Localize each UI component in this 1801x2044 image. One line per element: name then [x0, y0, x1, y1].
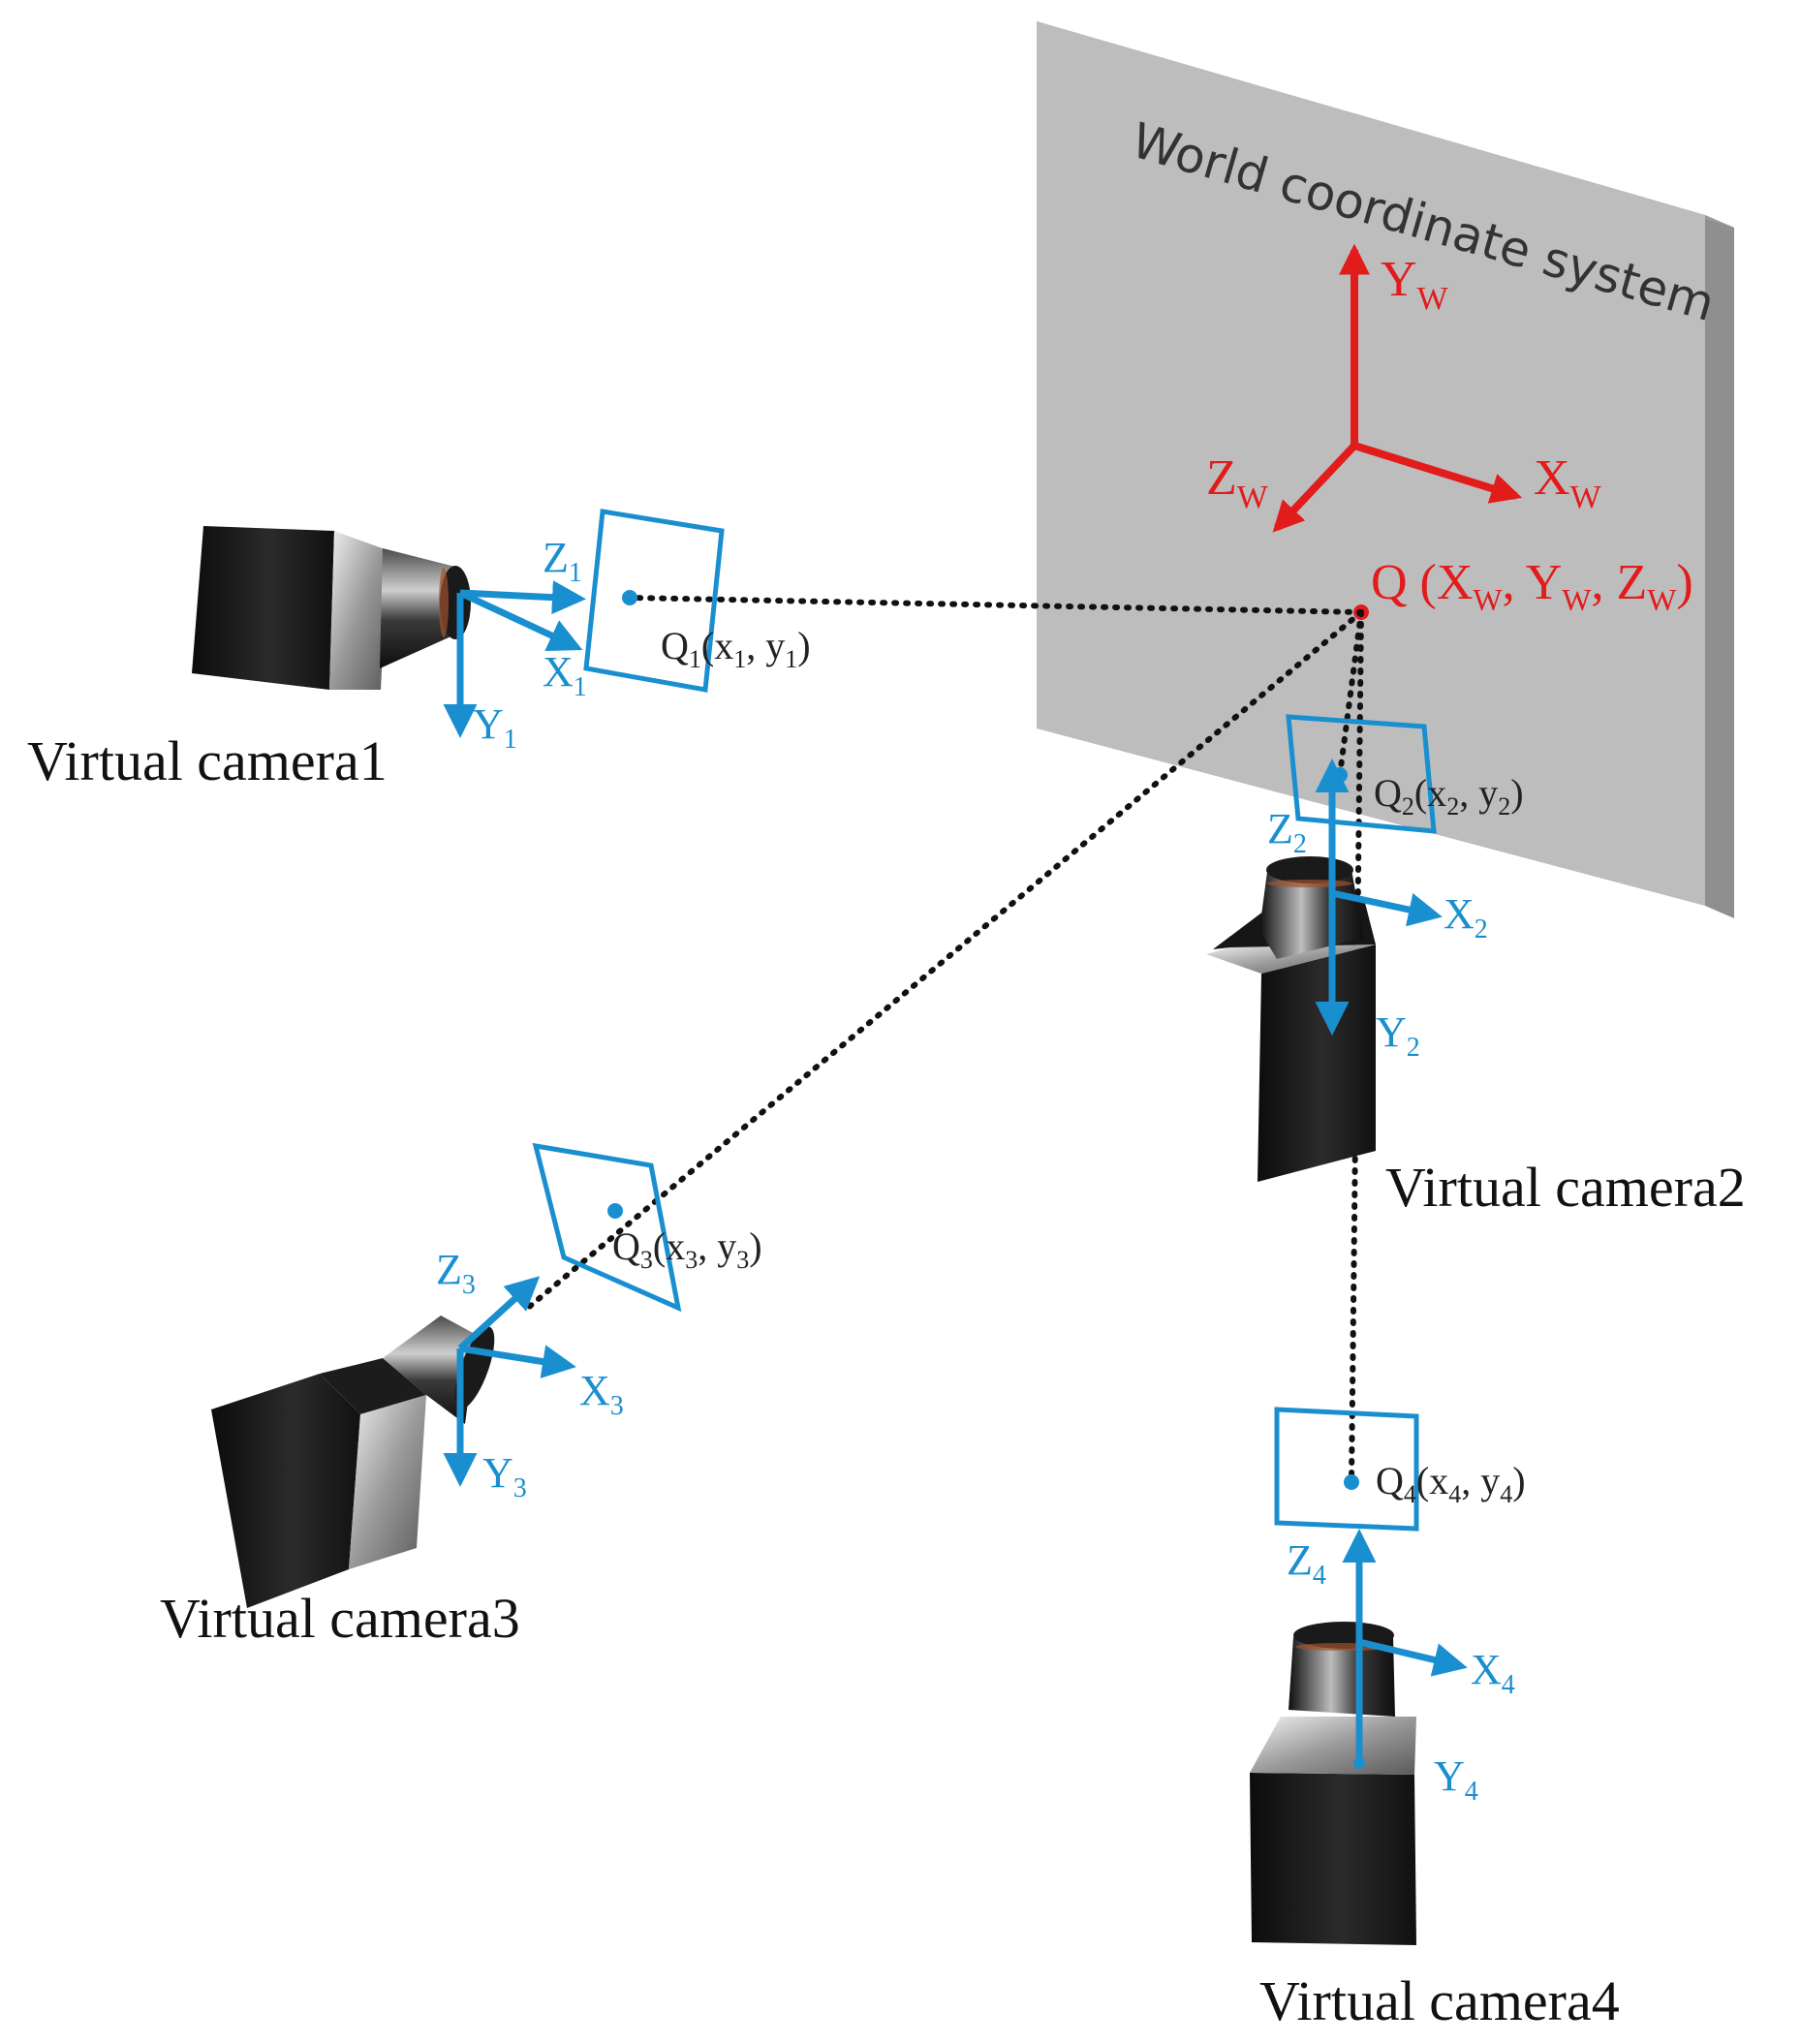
camera-1-label: Virtual camera1 [27, 729, 388, 792]
camera-4-body-icon [1250, 1622, 1416, 1945]
wall-face [1037, 21, 1705, 906]
camera-2-axis-z: Z2 [1267, 805, 1307, 859]
world-axis-z-label: ZW [1206, 450, 1269, 515]
camera-2-image-point [1332, 767, 1348, 783]
ray-camera3 [525, 609, 1364, 1311]
camera-3-image-point [607, 1203, 623, 1219]
camera-3-axis-x: X3 [579, 1367, 624, 1421]
camera-2-point-label: Q2(x2, y2) [1374, 771, 1524, 821]
camera-1-image-point [622, 590, 637, 605]
camera-2-body-icon [1206, 856, 1376, 1182]
camera-4-axis-y: Y4 [1434, 1752, 1478, 1807]
projection-rays [525, 595, 1364, 1485]
camera-1-axis-z: Z1 [543, 534, 582, 588]
wall-side [1705, 215, 1734, 918]
camera-3: Z3 X3 Y3 Q3(x3, y3) Virtual camera3 [160, 1142, 762, 1650]
world-axis-y-label: YW [1381, 252, 1449, 317]
camera-3-image-plane [532, 1142, 682, 1313]
camera-4-image-plane [1274, 1407, 1419, 1532]
camera-1-body-icon [192, 526, 471, 690]
camera-2-image-plane [1286, 714, 1437, 834]
camera-1-axis-x: X1 [543, 648, 587, 702]
world-axes: YW XW ZW Q (XW, YW, ZW) [1206, 243, 1693, 620]
world-wall: World coordinate system [1037, 21, 1734, 918]
camera-1-point-label: Q1(x1, y1) [661, 624, 811, 673]
camera-1-axis-y: Y1 [473, 700, 517, 755]
world-axis-x-label: XW [1534, 450, 1602, 515]
camera-1: Z1 X1 Y1 Q1(x1, y1) Virtual camera1 [27, 509, 811, 792]
camera-2-label: Virtual camera2 [1385, 1156, 1746, 1219]
camera-3-body-icon [211, 1316, 495, 1608]
camera-4-point-label: Q4(x4, y4) [1376, 1459, 1526, 1508]
camera-4-label: Virtual camera4 [1259, 1969, 1620, 2032]
ray-camera2 [1337, 609, 1364, 778]
camera-4-axis-z: Z4 [1287, 1536, 1326, 1591]
camera-4-image-point [1344, 1474, 1359, 1490]
camera-2-axis-y: Y2 [1376, 1008, 1420, 1063]
camera-1-image-plane [583, 509, 725, 693]
camera-4: Z4 X4 Y4 Q4(x4, y4) Virtual camera4 [1250, 1407, 1620, 2032]
camera-2-axis-x: X2 [1444, 890, 1488, 945]
camera-3-axis-z: Z3 [436, 1246, 476, 1300]
camera-2: Z2 X2 Y2 Q2(x2, y2) Virtual camera2 [1206, 714, 1746, 1219]
camera-3-point-label: Q3(x3, y3) [612, 1224, 762, 1274]
ray-camera4 [1349, 609, 1364, 1485]
world-point-label: Q (XW, YW, ZW) [1371, 555, 1693, 617]
camera-4-axis-x: X4 [1471, 1646, 1515, 1700]
camera-3-label: Virtual camera3 [160, 1587, 520, 1650]
camera-3-axis-y: Y3 [482, 1449, 527, 1503]
